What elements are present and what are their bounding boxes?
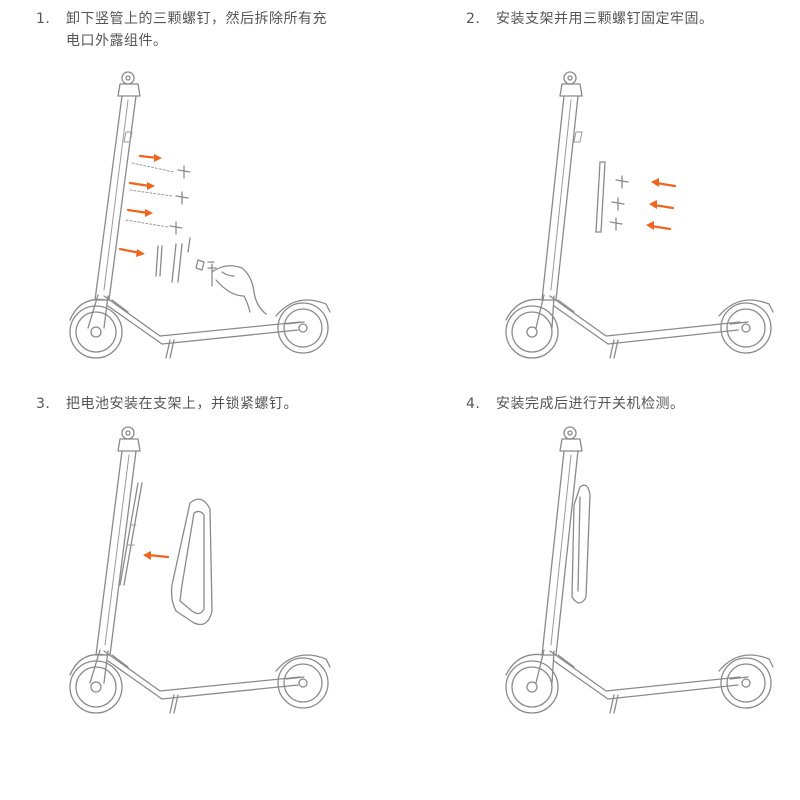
- scooter-illustration: [0, 0, 390, 390]
- scooter-illustration: [430, 385, 800, 775]
- battery-pack-icon: [172, 499, 213, 624]
- step-3: 3. 把电池安装在支架上，并锁紧螺钉。: [0, 385, 390, 775]
- bracket-icon: [596, 162, 605, 232]
- step-2: 2. 安装支架并用三颗螺钉固定牢固。: [430, 0, 800, 390]
- scooter-illustration: [0, 385, 390, 775]
- scooter-illustration: [430, 0, 800, 390]
- arrow-icon: [143, 551, 168, 560]
- hand-icon: [212, 264, 266, 314]
- step-1: 1. 卸下竖管上的三颗螺钉，然后拆除所有充电口外露组件。: [0, 0, 390, 390]
- step-4: 4. 安装完成后进行开关机检测。: [430, 385, 800, 775]
- battery-pack-icon: [572, 485, 590, 603]
- screw-icon: [126, 163, 190, 234]
- arrow-icon: [646, 178, 675, 230]
- screw-icon: [610, 176, 628, 230]
